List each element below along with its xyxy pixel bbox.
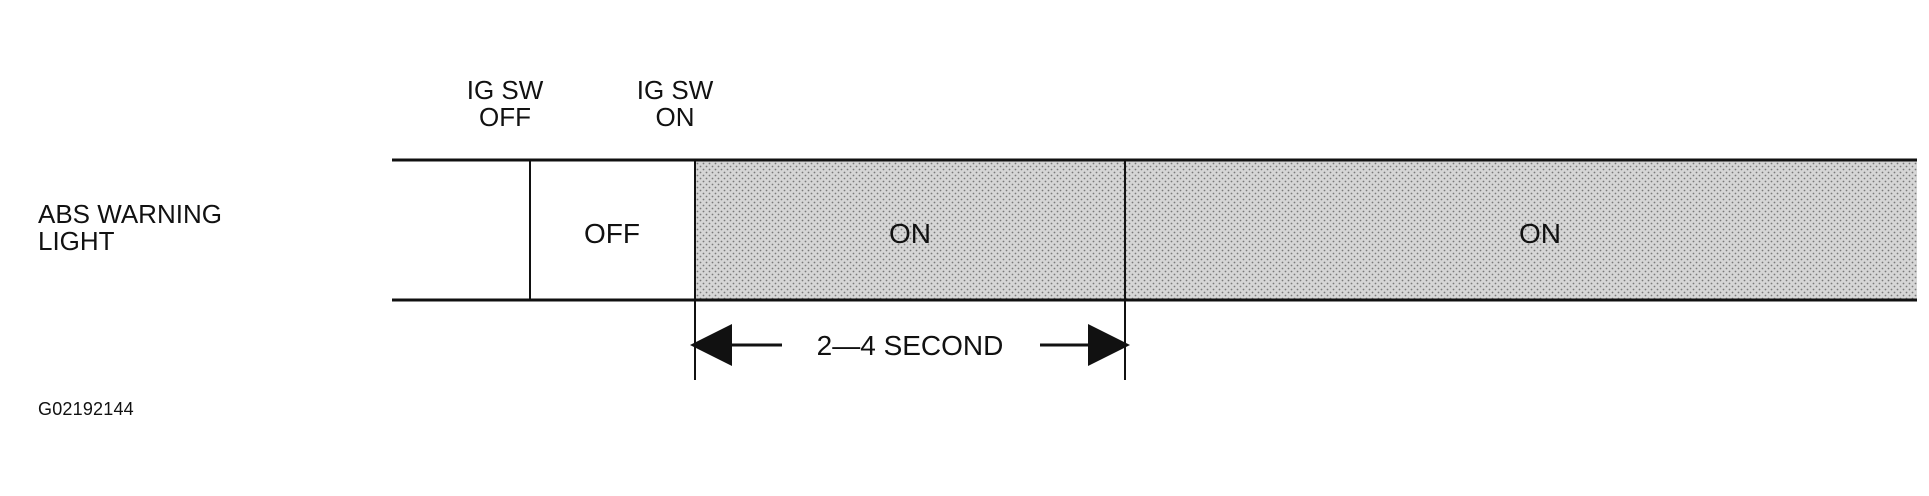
abs-warning-light-label: ABS WARNING LIGHT: [38, 199, 222, 257]
figure-id: G02192144: [38, 399, 134, 419]
state-on-segment-2-shading: [1125, 160, 1917, 300]
event-ig-sw-on-line2: ON: [655, 102, 695, 133]
abs-warning-light-line2: LIGHT: [38, 226, 115, 257]
state-off-label: OFF: [584, 218, 640, 249]
duration-label: 2—4 SECOND: [817, 330, 1004, 361]
event-ig-sw-on-label: IG SW ON: [625, 75, 725, 133]
event-ig-sw-off-label: IG SW OFF: [455, 75, 555, 133]
event-ig-sw-off-line1: IG SW: [466, 75, 544, 105]
event-ig-sw-off-line2: OFF: [479, 102, 531, 133]
state-on-label-2: ON: [1519, 218, 1561, 249]
abs-warning-light-line1: ABS WARNING: [38, 199, 222, 229]
state-on-segment-1-shading: [695, 160, 1125, 300]
state-on-label-1: ON: [889, 218, 931, 249]
event-ig-sw-on-line1: IG SW: [636, 75, 714, 105]
